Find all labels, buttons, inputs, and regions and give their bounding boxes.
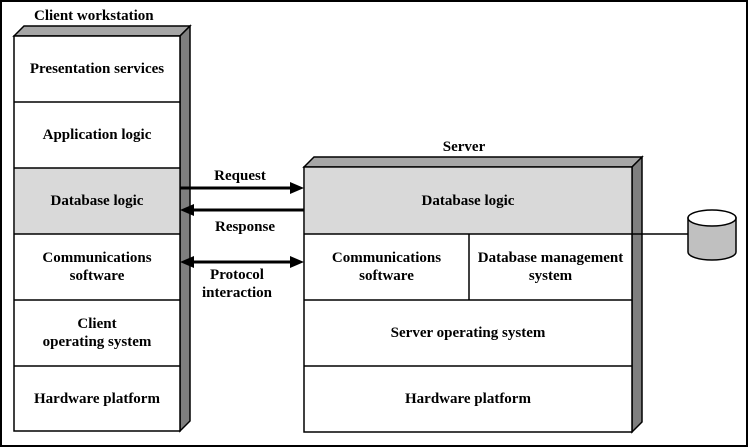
- request-arrow-head: [290, 182, 304, 194]
- client-layer-database-logic: Database logic: [50, 193, 144, 209]
- server-layer-database-management-system: Database management system: [477, 250, 624, 284]
- server-box-side-face: [631, 155, 643, 434]
- protocol-arrow-head-right: [290, 256, 304, 268]
- client-database-logic-highlight: [15, 168, 179, 234]
- server-layer-database-logic: Database logic: [421, 193, 515, 209]
- client-layer-presentation-services: Presentation services: [29, 61, 165, 77]
- server-layer-hardware-platform: Hardware platform: [405, 391, 531, 407]
- protocol-interaction-label: Protocol interaction: [202, 267, 272, 301]
- client-workstation-title: Client workstation: [34, 8, 154, 24]
- response-arrow-head: [180, 204, 194, 216]
- client-layer-hardware-platform: Hardware platform: [34, 390, 160, 407]
- server-database-logic-highlight: [305, 168, 631, 234]
- client-box-side-face: [179, 24, 191, 433]
- request-label: Request: [214, 168, 266, 184]
- client-box-top-face: [12, 25, 192, 37]
- database-cylinder-top: [687, 209, 737, 227]
- database-cylinder-body: [687, 217, 737, 261]
- client-layer-operating-system: Client operating system: [42, 316, 152, 350]
- response-label: Response: [214, 219, 275, 235]
- client-layer-communications-software: Communications software: [42, 250, 152, 284]
- server-box-top-face: [302, 156, 644, 168]
- server-title: Server: [442, 139, 486, 155]
- server-layer-operating-system: Server operating system: [390, 325, 546, 341]
- server-layer-communications-software: Communications software: [331, 250, 442, 284]
- client-layer-application-logic: Application logic: [42, 127, 152, 143]
- protocol-arrow-head-left: [180, 256, 194, 268]
